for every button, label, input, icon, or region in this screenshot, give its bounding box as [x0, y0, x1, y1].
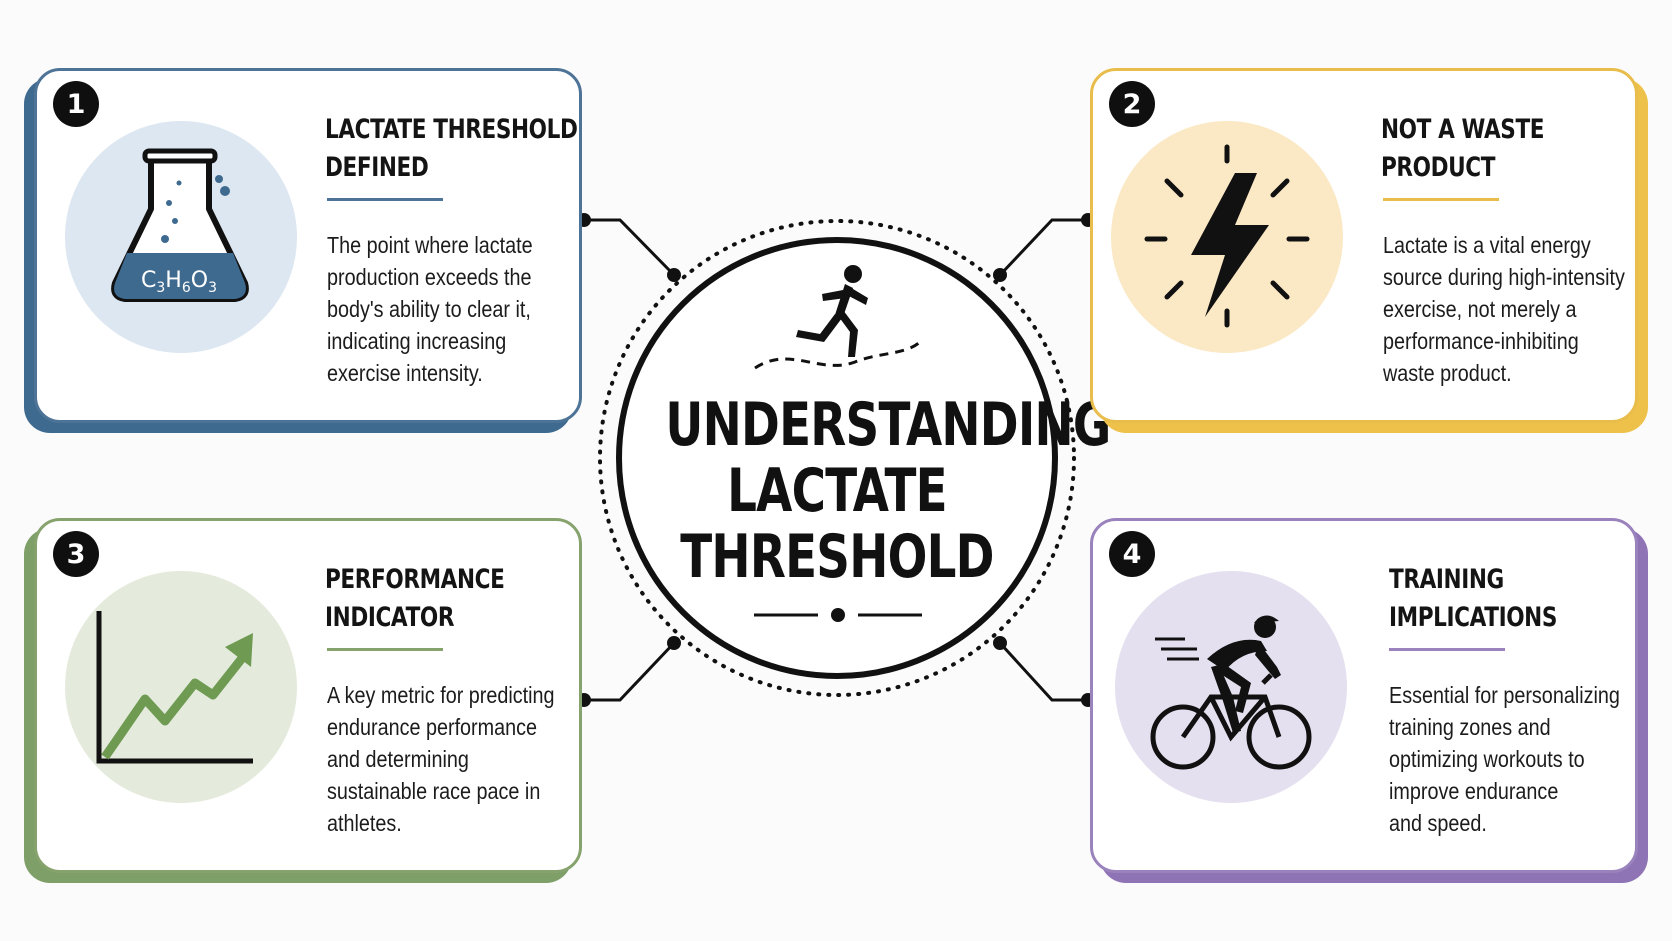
- card-description: Lactate is a vital energy source during …: [1383, 232, 1625, 386]
- center-circle: [616, 237, 1058, 679]
- center-title-line-2: LACTATE: [727, 456, 947, 526]
- card-lactate-threshold-defined: 1 C3H6O3 LACTATE THRESHOLD DEFINED The p…: [34, 68, 582, 423]
- card-training-implications: 4 TRAINING IMPLICATIONS: [1090, 518, 1638, 873]
- title-underline: [1389, 648, 1505, 651]
- card-title: NOT A WASTE PRODUCT: [1381, 114, 1545, 183]
- lightning-bolt-icon: [1111, 121, 1343, 353]
- card-title: LACTATE THRESHOLD DEFINED: [325, 114, 578, 183]
- runner-path: [754, 340, 921, 370]
- connector-2: [998, 218, 1088, 277]
- card-title: TRAINING IMPLICATIONS: [1389, 564, 1558, 633]
- runner-icon: [796, 265, 868, 357]
- center-dotted-ring: [598, 219, 1076, 697]
- step-badge: 3: [53, 531, 99, 577]
- card-not-a-waste-product: 2 NOT A WASTE PRODUCT Lactate is a vital…: [1090, 68, 1638, 423]
- card-title: PERFORMANCE INDICATOR: [325, 564, 505, 633]
- card-description: A key metric for predicting endurance pe…: [327, 682, 555, 836]
- flask-icon: C3H6O3: [65, 121, 297, 353]
- connector-3: [584, 641, 676, 702]
- title-underline: [1383, 198, 1499, 201]
- connector-1: [584, 218, 676, 277]
- card-description: The point where lactate production excee…: [327, 232, 533, 386]
- trend-chart-icon: [65, 571, 297, 803]
- step-badge: 4: [1109, 531, 1155, 577]
- center-title-line-3: THRESHOLD: [680, 522, 994, 592]
- cyclist-icon: [1115, 571, 1347, 803]
- step-badge: 2: [1109, 81, 1155, 127]
- center-title-line-1: UNDERSTANDING: [665, 390, 1111, 460]
- connector-4: [998, 641, 1088, 702]
- card-performance-indicator: 3 PERFORMANCE INDICATOR A key metric for…: [34, 518, 582, 873]
- card-description: Essential for personalizing training zon…: [1389, 682, 1620, 836]
- title-underline: [327, 198, 443, 201]
- chemical-formula: C3H6O3: [141, 268, 217, 296]
- step-badge: 1: [53, 81, 99, 127]
- title-underline: [327, 648, 443, 651]
- center-title: UNDERSTANDING LACTATE THRESHOLD: [665, 390, 1111, 592]
